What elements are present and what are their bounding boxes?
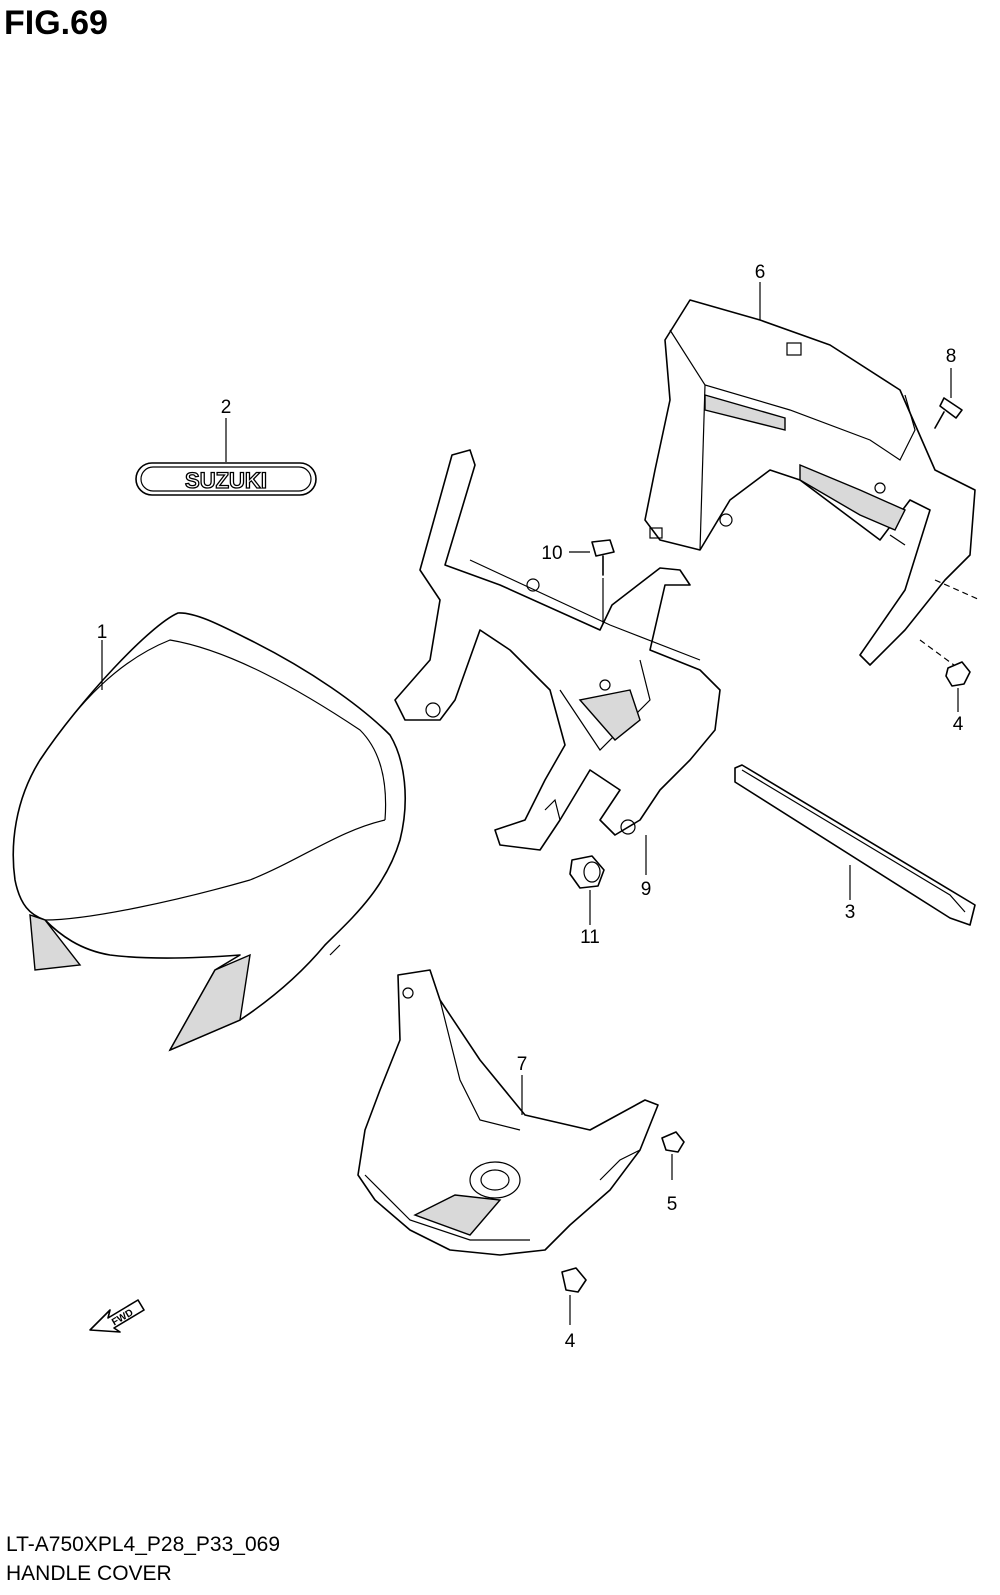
part-4-clip-upper	[945, 661, 971, 712]
fwd-arrow-icon: FWD	[89, 1299, 145, 1333]
part-2-emblem: SUZUKI	[135, 418, 317, 496]
callout-3: 3	[845, 902, 856, 923]
fwd-label: FWD	[110, 1307, 135, 1328]
diagram-name: HANDLE COVER	[6, 1562, 172, 1585]
part-11-grommet	[569, 855, 605, 925]
part-6-upper-cover	[644, 282, 981, 669]
part-10-bolt	[569, 539, 615, 650]
part-1-front-cover	[12, 612, 406, 1052]
callout-4-lower: 4	[565, 1331, 576, 1352]
callout-10: 10	[541, 543, 562, 564]
callout-7: 7	[517, 1054, 528, 1075]
callout-8: 8	[946, 346, 957, 367]
callout-1: 1	[97, 622, 108, 643]
part-4-clip-lower	[561, 1267, 587, 1325]
callout-11: 11	[580, 927, 600, 948]
callout-2: 2	[221, 397, 232, 418]
diagram-code: LT-A750XPL4_P28_P33_069	[6, 1533, 281, 1556]
callout-5: 5	[667, 1194, 678, 1215]
callout-9: 9	[641, 879, 652, 900]
callout-4-upper: 4	[953, 714, 964, 735]
part-9-bracket	[394, 449, 721, 875]
callout-6: 6	[755, 262, 766, 283]
part-3-seal	[734, 764, 976, 926]
part-5-clip	[661, 1131, 685, 1180]
suzuki-logo-text: SUZUKI	[185, 468, 267, 493]
part-7-lower-cover	[357, 969, 659, 1256]
figure-title: FIG.69	[4, 4, 108, 42]
part-8-screw	[934, 368, 963, 429]
